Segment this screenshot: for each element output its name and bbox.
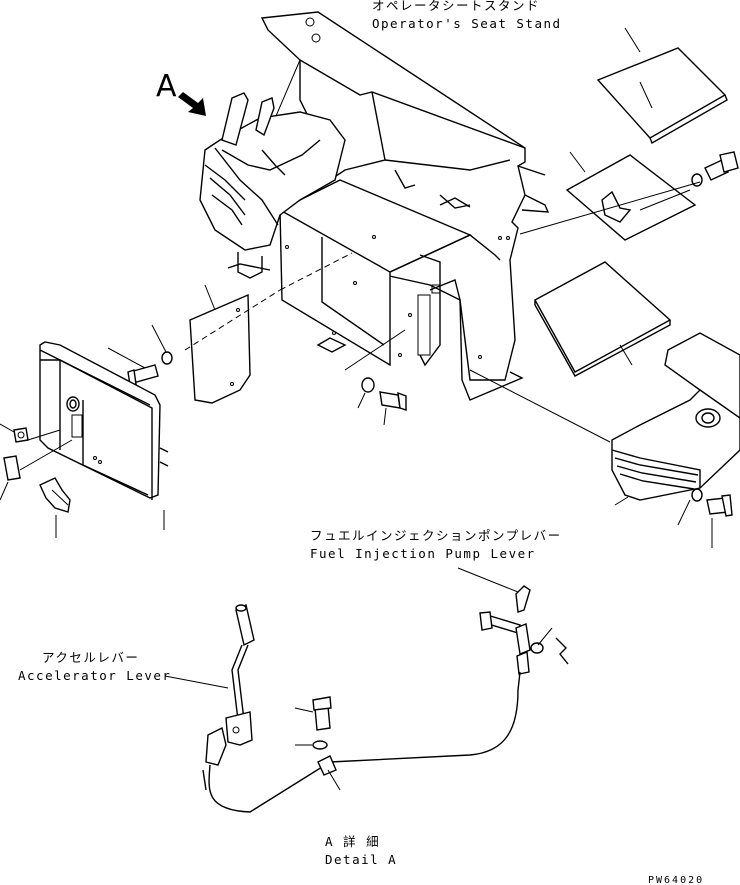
seat-stand	[260, 11, 550, 401]
right-cover-bolt	[677, 488, 733, 548]
pump-lever-linkage	[479, 585, 569, 675]
view-marker-a: A	[156, 69, 177, 104]
detail-jp-label: A 詳 細	[325, 834, 380, 849]
seat-stand-en-label: Operator's Seat Stand	[372, 16, 562, 31]
accel-lever-jp-label: アクセルレバー	[42, 650, 139, 665]
cover-plate	[184, 252, 353, 404]
view-arrow	[178, 92, 206, 116]
top-plate-middle	[565, 151, 697, 241]
pump-lever-leader	[457, 567, 519, 593]
top-right-bolt	[519, 151, 739, 235]
detail-en-label: Detail A	[325, 852, 397, 867]
accel-lever-leader	[164, 675, 229, 689]
top-plate-upper	[596, 27, 728, 145]
right-cover	[469, 332, 740, 506]
accel-lever-en-label: Accelerator Lever	[18, 668, 171, 683]
front-panel	[39, 341, 169, 500]
cable-bolt	[294, 696, 332, 750]
seat-stand-jp-label: オペレータシートスタンド	[372, 0, 540, 13]
accelerator-lever	[205, 603, 255, 766]
center-bolt	[344, 329, 407, 426]
top-plate-lower	[534, 261, 672, 377]
control-console	[199, 92, 346, 279]
pump-lever-en-label: Fuel Injection Pump Lever	[310, 546, 536, 561]
panel-fasteners	[0, 423, 165, 538]
drawing-code: PW64020	[648, 875, 704, 885]
throttle-cable	[202, 671, 521, 813]
pump-lever-jp-label: フュエルインジェクションポンプレバー	[310, 528, 562, 543]
